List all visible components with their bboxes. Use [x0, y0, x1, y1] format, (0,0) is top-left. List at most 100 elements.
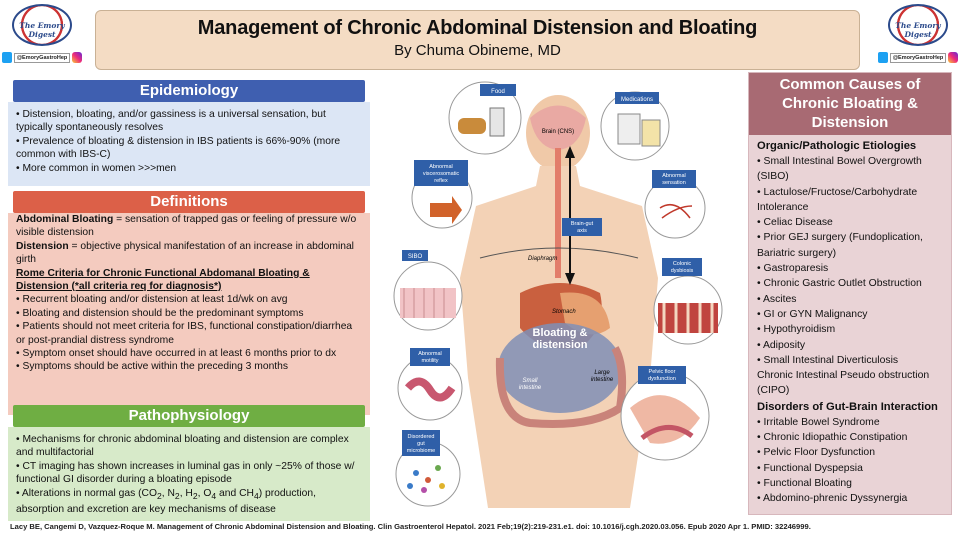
svg-text:Pelvic floor: Pelvic floor — [649, 369, 676, 375]
instagram-icon[interactable] — [948, 52, 958, 63]
list-item: Bloating and distension should be the pr… — [16, 307, 362, 320]
definitions-heading: Definitions — [13, 191, 365, 213]
seal-icon: The Emory Digest — [888, 4, 948, 46]
list-item: Functional Dyspepsia — [757, 461, 943, 476]
common-causes-heading: Common Causes of Chronic Bloating & Dist… — [749, 73, 951, 135]
common-causes-body: Organic/Pathologic Etiologies Small Inte… — [749, 135, 951, 510]
svg-text:microbiome: microbiome — [407, 448, 435, 454]
common-causes-panel: Common Causes of Chronic Bloating & Dist… — [748, 72, 952, 515]
list-item: Prevalence of bloating & distension in I… — [16, 135, 362, 162]
svg-text:Food: Food — [491, 89, 505, 95]
svg-text:viscerosomatic: viscerosomatic — [423, 171, 460, 177]
list-item: Patients should not meet criteria for IB… — [16, 320, 362, 347]
list-item: Gastroparesis — [757, 261, 943, 276]
list-item: More common in women >>>men — [16, 162, 362, 175]
svg-text:Disordered: Disordered — [408, 434, 435, 440]
social-handles: @EmoryGastroHep — [878, 52, 958, 63]
title-banner: Management of Chronic Abdominal Distensi… — [95, 10, 860, 70]
list-item: Distension, bloating, and/or gassiness i… — [16, 108, 362, 135]
social-handles: @EmoryGastroHep — [2, 52, 82, 63]
gut-brain-heading: Disorders of Gut-Brain Interaction — [757, 400, 938, 413]
organic-heading: Organic/Pathologic Etiologies — [757, 140, 917, 152]
list-item: Symptoms should be active within the pre… — [16, 360, 362, 373]
sibo-circle: SIBO — [393, 250, 463, 331]
svg-text:Abnormal: Abnormal — [418, 351, 442, 357]
svg-text:motility: motility — [421, 358, 438, 364]
list-item: Celiac Disease — [757, 215, 943, 230]
seal-icon: The Emory Digest — [12, 4, 72, 46]
twitter-icon[interactable] — [2, 52, 12, 63]
list-item: Hypothyroidism — [757, 322, 943, 337]
definition-distension: Distension = objective physical manifest… — [16, 240, 354, 266]
citation: Lacy BE, Cangemi D, Vazquez-Roque M. Man… — [10, 522, 811, 531]
epidemiology-heading: Epidemiology — [13, 80, 365, 102]
svg-text:Abnormal: Abnormal — [429, 164, 453, 170]
list-item: Irritable Bowel Syndrome — [757, 415, 943, 430]
svg-text:dysfunction: dysfunction — [648, 376, 676, 382]
svg-text:sensation: sensation — [662, 180, 686, 186]
list-item: Ascites — [757, 292, 943, 307]
large-intestine-label-1: Large — [594, 370, 610, 376]
svg-text:Brain-gut: Brain-gut — [571, 221, 594, 227]
abnormal-motility-circle: Abnormal motility — [397, 348, 463, 421]
anatomy-figure: Food Medications Brain (CNS) Abnormal vi… — [393, 81, 723, 508]
abnormal-sensation-circle: Abnormal sensation — [644, 170, 706, 239]
page-title: Management of Chronic Abdominal Distensi… — [197, 17, 758, 39]
bloating-label-1: Bloating & — [533, 327, 588, 339]
diaphragm-label: Diaphragm — [528, 256, 557, 262]
svg-text:Abnormal: Abnormal — [662, 173, 686, 179]
definitions-panel: Definitions Abdominal Bloating = sensati… — [8, 191, 370, 415]
list-item: Chronic Idiopathic Constipation — [757, 430, 943, 445]
svg-text:dysbiosis: dysbiosis — [671, 268, 694, 274]
definition-bloating: Abdominal Bloating = sensation of trappe… — [16, 214, 357, 239]
small-intestine-label-2: intestine — [519, 385, 542, 391]
large-intestine-label-2: intestine — [591, 377, 614, 383]
svg-text:axis: axis — [577, 228, 587, 234]
handle-text: @EmoryGastroHep — [889, 52, 947, 63]
food-circle: Food — [448, 81, 522, 155]
twitter-icon[interactable] — [878, 52, 888, 63]
list-item: Recurrent bloating and/or distension at … — [16, 293, 362, 306]
instagram-icon[interactable] — [72, 52, 82, 63]
pathophysiology-panel: Pathophysiology Mechanisms for chronic a… — [8, 405, 370, 521]
medications-circle: Medications — [600, 91, 670, 161]
list-item: Alterations in normal gas (CO2, N2, H2, … — [16, 487, 362, 517]
list-item: Adiposity — [757, 338, 943, 353]
list-item: Small Intestinal Bowel Overgrowth (SIBO) — [757, 154, 943, 185]
list-item: Symptom onset should have occurred in at… — [16, 347, 362, 360]
cipo-item: Chronic Intestinal Pseudo obstruction (C… — [757, 370, 930, 397]
brain-gut-axis-label: Brain-gut axis — [562, 218, 602, 236]
emory-digest-logo-left: The Emory Digest @EmoryGastroHep — [2, 4, 82, 70]
list-item: Functional Bloating — [757, 476, 943, 491]
small-intestine-label-1: Small — [522, 378, 538, 384]
svg-text:reflex: reflex — [434, 178, 448, 184]
rome-criteria-title: Rome Criteria for Chronic Functional Abd… — [16, 267, 310, 293]
svg-text:Medications: Medications — [621, 97, 653, 103]
svg-text:SIBO: SIBO — [408, 254, 423, 260]
list-item: Mechanisms for chronic abdominal bloatin… — [16, 433, 362, 460]
svg-text:gut: gut — [417, 441, 425, 447]
epidemiology-body: Distension, bloating, and/or gassiness i… — [8, 102, 370, 186]
brain-label: Brain (CNS) — [542, 129, 574, 135]
handle-text: @EmoryGastroHep — [13, 52, 71, 63]
gut-microbiome-circle: Disordered gut microbiome — [395, 430, 461, 507]
colonic-dysbiosis-circle: Colonic dysbiosis — [653, 258, 723, 345]
list-item: Lactulose/Fructose/Carbohydrate Intolera… — [757, 185, 943, 216]
list-item: Small Intestinal Diverticulosis — [757, 353, 943, 368]
viscerosomatic-circle: Abnormal viscerosomatic reflex — [411, 160, 473, 229]
emory-digest-logo-right: The Emory Digest @EmoryGastroHep — [878, 4, 958, 70]
pelvic-floor-circle: Pelvic floor dysfunction — [620, 366, 710, 461]
list-item: GI or GYN Malignancy — [757, 307, 943, 322]
stomach-label: Stomach — [552, 309, 576, 315]
list-item: Pelvic Floor Dysfunction — [757, 445, 943, 460]
list-item: Abdomino-phrenic Dyssynergia — [757, 491, 943, 506]
list-item: Chronic Gastric Outlet Obstruction — [757, 276, 943, 291]
author-line: By Chuma Obineme, MD — [394, 42, 561, 59]
list-item: Prior GEJ surgery (Fundoplication, Baria… — [757, 230, 943, 261]
epidemiology-panel: Epidemiology Distension, bloating, and/o… — [8, 80, 370, 186]
list-item: CT imaging has shown increases in lumina… — [16, 460, 362, 487]
pathophysiology-heading: Pathophysiology — [13, 405, 365, 427]
pathophysiology-body: Mechanisms for chronic abdominal bloatin… — [8, 427, 370, 521]
svg-text:Colonic: Colonic — [673, 261, 692, 267]
bloating-label-2: distension — [532, 339, 587, 351]
